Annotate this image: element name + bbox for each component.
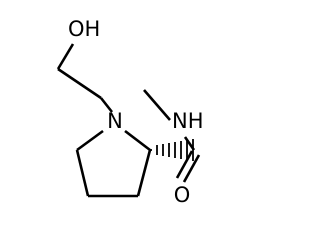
- atom-label-nh: NH: [172, 109, 204, 133]
- bond-n-c5: [76, 129, 104, 152]
- bond-oh-c: [56, 43, 75, 70]
- atom-label-oh: OH: [68, 17, 100, 41]
- bond-c5-c4: [75, 149, 90, 197]
- atom-label-n: N: [107, 109, 123, 133]
- bond-co-double-1: [175, 150, 194, 179]
- bond-c-c-chain: [57, 67, 102, 100]
- chemical-structure: OH N NH O: [56, 17, 204, 207]
- atom-label-o: O: [174, 183, 191, 207]
- bond-co-double-2: [182, 154, 201, 183]
- bond-nh-methyl: [143, 89, 171, 121]
- bond-c3-c2: [136, 149, 152, 197]
- bond-c2-n: [124, 129, 151, 152]
- bond-c-n-chain: [99, 97, 114, 113]
- stereo-hash-bond: [150, 139, 194, 161]
- bond-c-nh: [183, 136, 196, 151]
